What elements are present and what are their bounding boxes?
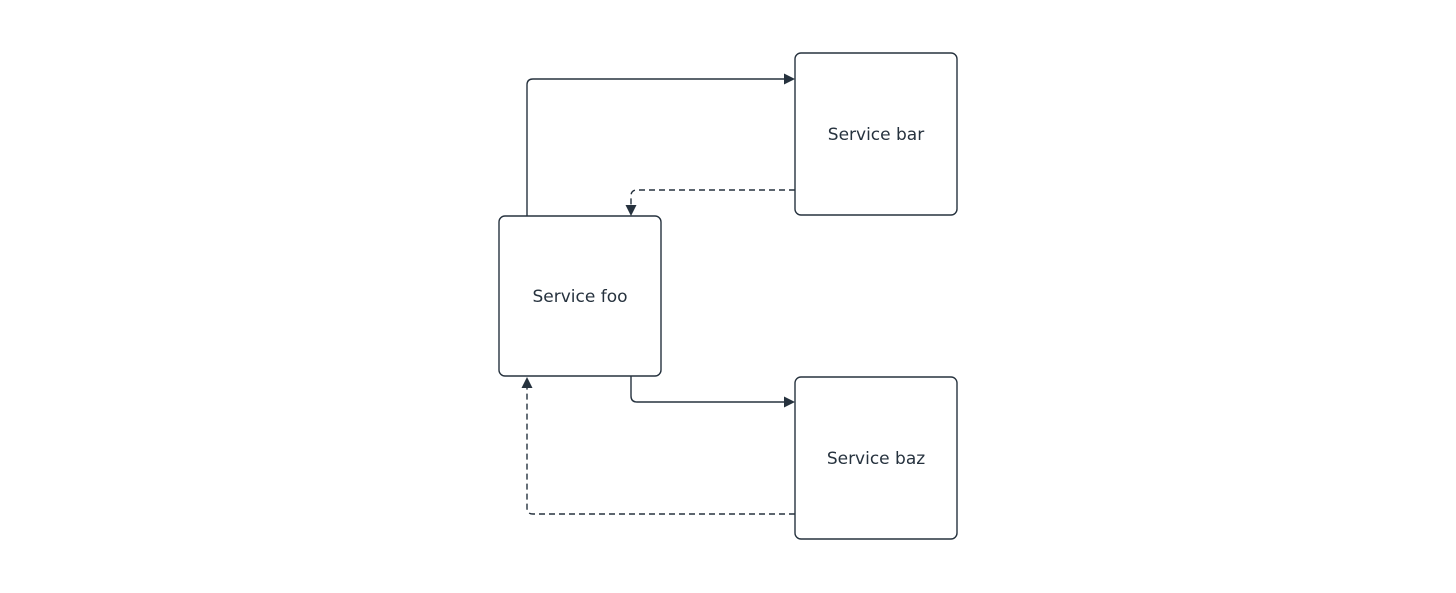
node-service-foo[interactable]: Service foo [498,215,662,377]
node-service-foo-box[interactable] [498,215,662,377]
edge-bar-to-foo-line [630,189,795,205]
edge-baz-to-foo-line [526,388,795,515]
edge-baz-to-foo-arrowhead-icon [521,377,533,388]
edge-foo-to-baz [630,376,795,408]
node-service-baz-label: Service baz [827,449,925,469]
node-service-bar[interactable]: Service bar [794,52,958,216]
edge-foo-to-bar-line [526,78,784,216]
node-service-baz-box[interactable] [794,376,958,540]
edge-foo-to-baz-line [630,376,784,403]
edge-baz-to-foo [521,377,795,515]
edge-foo-to-bar [526,73,795,216]
node-service-baz[interactable]: Service baz [794,376,958,540]
edge-foo-to-bar-arrowhead-icon [784,73,795,85]
edge-bar-to-foo-arrowhead-icon [625,205,637,216]
node-service-bar-label: Service bar [828,125,924,145]
node-service-foo-label: Service foo [532,287,627,307]
node-service-bar-box[interactable] [794,52,958,216]
edge-foo-to-baz-arrowhead-icon [784,396,795,408]
edge-bar-to-foo [625,189,795,216]
